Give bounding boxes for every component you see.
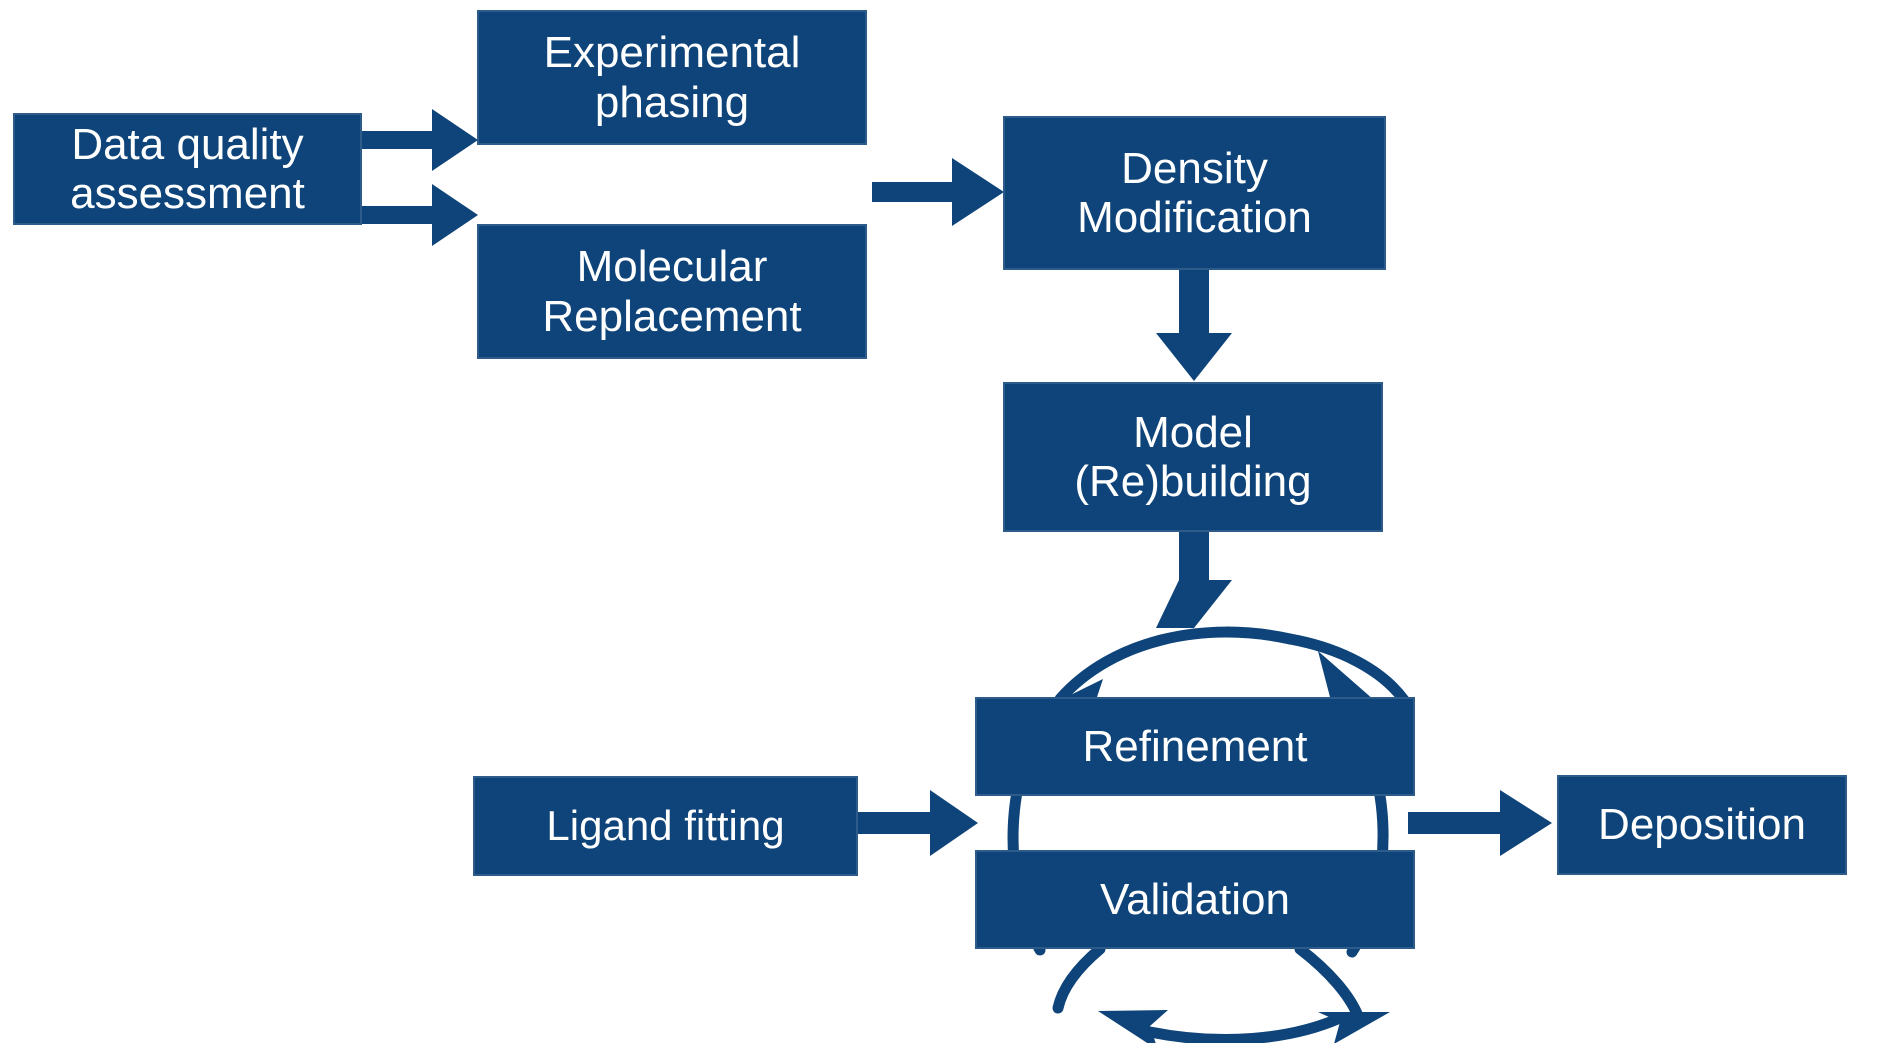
node-label: Model (Re)building xyxy=(1074,407,1312,506)
node-model-rebuilding[interactable]: Model (Re)building xyxy=(1003,382,1383,532)
node-label: Density Modification xyxy=(1077,143,1312,242)
node-experimental-phasing[interactable]: Experimental phasing xyxy=(477,10,867,145)
edge-data-quality-to-exp-phasing xyxy=(362,109,478,171)
node-label: Molecular Replacement xyxy=(542,242,802,341)
node-molecular-replacement[interactable]: Molecular Replacement xyxy=(477,224,867,359)
edge-model-rebuild-to-refinement xyxy=(1156,532,1232,628)
node-label: Validation xyxy=(1100,874,1290,924)
node-data-quality-assessment[interactable]: Data quality assessment xyxy=(13,113,362,225)
node-deposition[interactable]: Deposition xyxy=(1557,775,1847,875)
node-refinement[interactable]: Refinement xyxy=(975,697,1415,796)
edge-phasing-to-density-mod xyxy=(872,158,1004,226)
edge-cycle-to-deposition xyxy=(1408,790,1552,856)
edge-data-quality-to-mol-replace xyxy=(362,184,478,246)
node-label: Data quality assessment xyxy=(70,119,305,218)
node-validation[interactable]: Validation xyxy=(975,850,1415,949)
node-label: Deposition xyxy=(1598,800,1806,850)
node-label: Ligand fitting xyxy=(546,802,785,850)
edge-ligand-fitting-to-cycle xyxy=(858,790,978,856)
node-label: Experimental phasing xyxy=(543,28,801,127)
edge-density-mod-to-model-rebuild xyxy=(1156,270,1232,381)
cycle-arc-bottom xyxy=(1052,943,1390,1043)
node-density-modification[interactable]: Density Modification xyxy=(1003,116,1386,270)
node-ligand-fitting[interactable]: Ligand fitting xyxy=(473,776,858,876)
node-label: Refinement xyxy=(1082,721,1308,771)
